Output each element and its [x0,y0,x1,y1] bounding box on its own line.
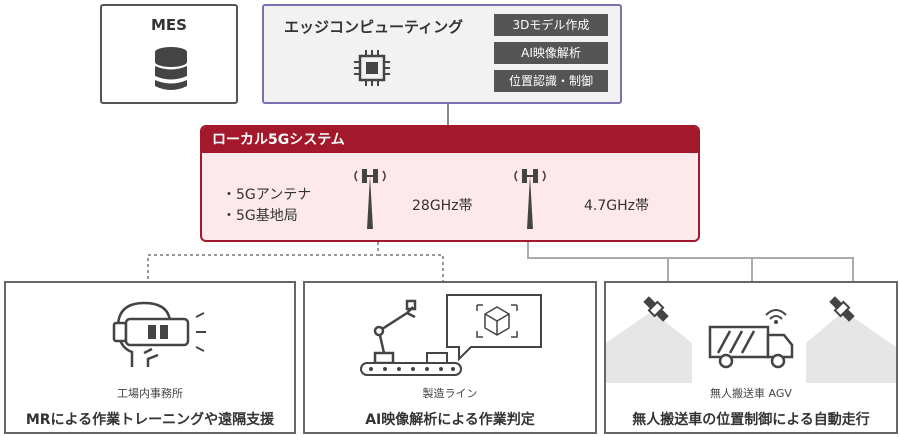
edge-title: エッジコンピューティング [284,18,464,36]
use-case-location: 無人搬送車 AGV [710,387,792,400]
use-case-title: 無人搬送車の位置制御による自動走行 [632,412,870,428]
mes-title: MES [151,16,187,34]
bullet-5g-base-station: ・5G基地局 [222,208,298,224]
antenna-28ghz-link-right [378,254,444,281]
edge-function-tag: AI映像解析 [494,42,608,64]
local-5g-system-box: ローカル5Gシステム ・5Gアンテナ ・5G基地局 28GHz帯 4.7GHz帯 [200,125,700,242]
use-case-location: 工場内事務所 [117,387,183,400]
frequency-28ghz: 28GHz帯 [412,198,473,214]
antenna-4.7ghz-link [527,242,854,300]
cpu-chip-icon [354,50,390,86]
satellite-icon [829,296,855,322]
use-case-title: MRによる作業トレーニングや遠隔支援 [25,412,275,428]
edge-function-tag: 位置認識・制御 [494,70,608,92]
use-case-panel-agv: 無人搬送車 AGV 無人搬送車の位置制御による自動走行 [604,281,898,434]
use-case-title: AI映像解析による作業判定 [365,412,535,428]
mes-box: MES [100,4,238,104]
robot-arm-icon [360,294,542,376]
antenna-28ghz-link-left [147,242,379,281]
edge-computing-box: エッジコンピューティング 3Dモデル作成 AI映像解析 位置認識・制御 [262,4,622,104]
local-5g-header: ローカル5Gシステム [202,127,698,153]
satellite-icon [643,296,669,322]
use-case-location: 製造ライン [422,387,478,400]
edge-function-tag: 3Dモデル作成 [494,14,608,36]
database-icon [155,47,187,90]
frequency-4.7ghz: 4.7GHz帯 [584,198,649,214]
use-case-panel-ai: 製造ライン AI映像解析による作業判定 [303,281,597,434]
antenna-tower-icon [514,169,546,229]
antenna-tower-icon [354,169,386,229]
agv-scene-icon [606,296,896,383]
bullet-5g-antenna: ・5Gアンテナ [222,187,312,203]
vr-headset-icon [112,301,206,367]
use-case-panel-mr: 工場内事務所 MRによる作業トレーニングや遠隔支援 [4,281,296,434]
